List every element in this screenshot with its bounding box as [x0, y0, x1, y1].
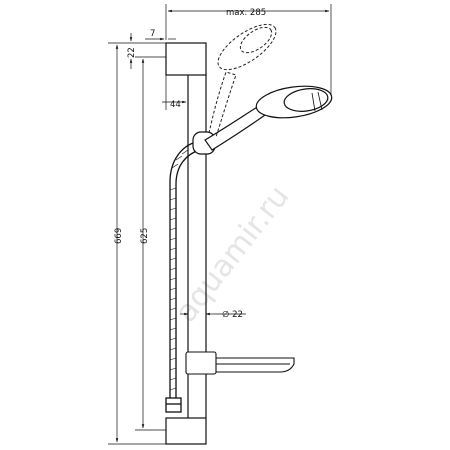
dim-max-width: max. 285	[226, 8, 266, 18]
soap-dish	[185, 351, 295, 375]
dim-rail-diameter: ∅ 22	[222, 310, 243, 320]
dim-holder-offset: 44	[170, 100, 181, 110]
dim-top-offset: 22	[127, 47, 137, 58]
dimension-lines	[108, 4, 332, 445]
hand-shower-tilted-position	[208, 23, 277, 138]
hand-shower	[192, 85, 333, 155]
dim-bracket-depth: 7	[150, 29, 155, 39]
dim-overall-height: 669	[114, 228, 124, 244]
dim-rail-height: 625	[140, 228, 150, 244]
shower-hose	[165, 141, 201, 413]
